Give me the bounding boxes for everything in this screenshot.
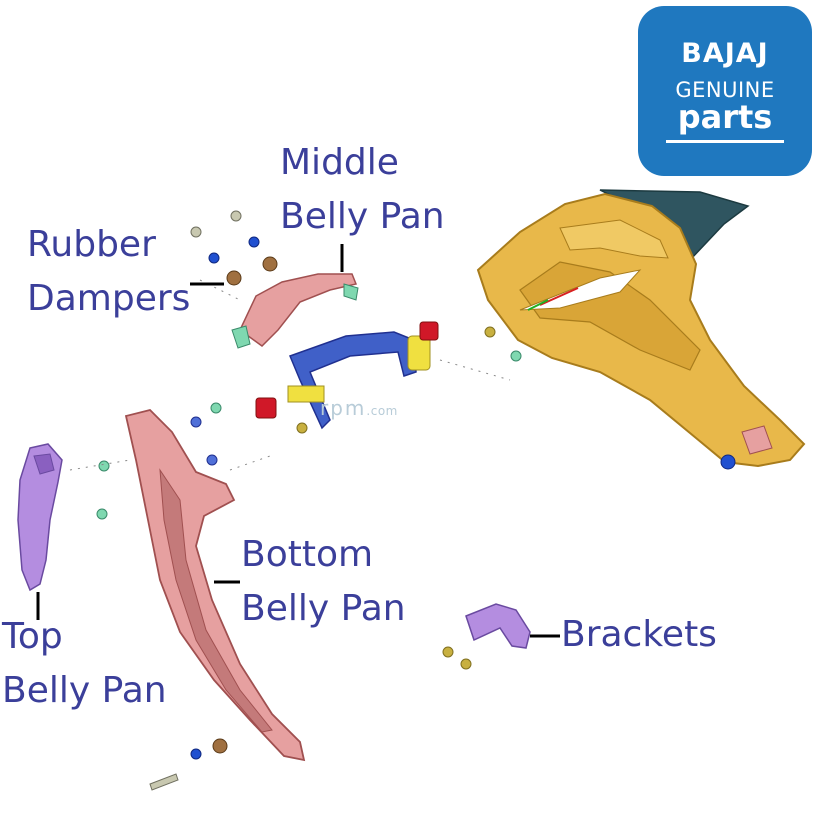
watermark: rpm.com (320, 396, 398, 420)
middle-belly-pan-clip (231, 325, 251, 349)
screw-long (149, 773, 179, 791)
logo-parts-text: parts (677, 98, 773, 136)
watermark-suffix: .com (366, 404, 398, 418)
rubber-damper-1 (226, 270, 242, 286)
green-clip-3 (210, 402, 222, 414)
blue-clip-1 (208, 252, 220, 264)
fairing-bracket-tab (741, 425, 773, 455)
bolt-1 (296, 422, 308, 434)
blue-clip-3 (190, 748, 202, 760)
green-clip-1 (98, 460, 110, 472)
top-belly-pan-shape (17, 443, 63, 592)
logo-brand-text: BAJAJ (681, 38, 769, 69)
purple-bracket-shape (465, 603, 531, 649)
red-damper-2 (255, 397, 277, 419)
fairing-upper-edge (559, 219, 669, 259)
middle-belly-pan-clip-2 (343, 283, 359, 301)
fairing-inner-panel (519, 261, 701, 371)
logo-underline (666, 140, 784, 143)
top-belly-pan-part (17, 443, 63, 592)
fairing-fastener (720, 454, 736, 470)
top-belly-pan-highlight (33, 453, 55, 475)
label-middle-belly-pan-line2: Belly Pan (280, 196, 445, 237)
bajaj-genuine-parts-logo: BAJAJ GENUINE parts (638, 6, 812, 176)
leader-lines (36, 244, 560, 638)
yellow-mount-block (287, 385, 325, 403)
label-bottom-belly-pan-line1: Bottom (241, 534, 374, 575)
bolt-3 (442, 646, 454, 658)
blue-screw-1 (190, 416, 202, 428)
blue-bracket-part (255, 321, 439, 430)
screw-head-2 (230, 210, 242, 222)
blue-bracket-shape (289, 331, 417, 430)
purple-bracket-part (465, 603, 531, 649)
red-damper-1 (419, 321, 439, 341)
bottom-belly-pan-channel (159, 468, 273, 733)
bottom-belly-pan-part (124, 409, 306, 762)
label-rubber-dampers-line1: Rubber (27, 224, 156, 265)
screw-head-1 (190, 226, 202, 238)
bolt-2 (484, 326, 496, 338)
middle-belly-pan-part (231, 273, 359, 349)
side-fairing-assembly (476, 189, 806, 470)
middle-belly-pan-shape (239, 273, 358, 347)
label-rubber-dampers-line2: Dampers (27, 278, 191, 319)
label-top-belly-pan-line2: Belly Pan (2, 670, 167, 711)
rubber-damper-3 (212, 738, 228, 754)
blue-clip-2 (248, 236, 260, 248)
fairing-axis-green (527, 299, 549, 311)
fasteners-group (96, 210, 522, 791)
watermark-main: rpm (320, 396, 367, 420)
label-brackets: Brackets (561, 614, 717, 655)
green-clip-4 (510, 350, 522, 362)
label-bottom-belly-pan-line2: Belly Pan (241, 588, 406, 629)
label-top-belly-pan-line1: Top (2, 616, 63, 657)
rubber-damper-2 (262, 256, 278, 272)
fairing-axis-red (539, 287, 579, 306)
bolt-4 (460, 658, 472, 670)
logo-genuine-text: GENUINE (675, 78, 775, 102)
blue-screw-2 (206, 454, 218, 466)
green-clip-2 (96, 508, 108, 520)
yellow-mount-pad (407, 335, 431, 371)
label-middle-belly-pan-line1: Middle (280, 142, 399, 183)
